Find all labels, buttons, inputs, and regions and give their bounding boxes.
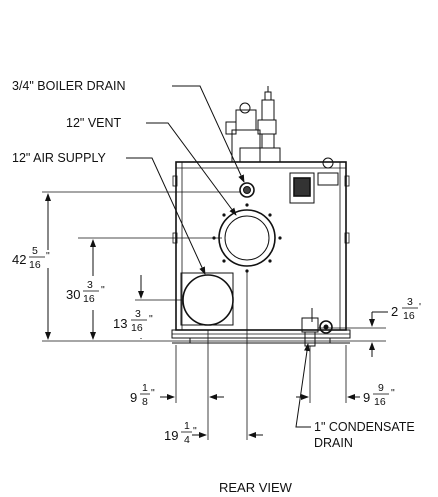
boiler-cabinet (171, 161, 351, 344)
vent-opening (212, 203, 282, 273)
dim-right-unit: " (391, 387, 395, 399)
air-supply-opening (180, 272, 234, 326)
dim-left-unit: " (151, 387, 155, 399)
dim-drain-den: 16 (403, 310, 415, 322)
leader-condensate (295, 343, 311, 428)
dim-text-drain-height: 2 3 16 ' (391, 296, 421, 322)
view-title: REAR VIEW (219, 480, 293, 495)
dim-air-whole: 13 (113, 316, 127, 331)
dim-vent-whole: 30 (66, 287, 80, 302)
boiler-drain-fitting (239, 182, 255, 198)
condensate-drain-fitting (301, 308, 333, 347)
dim-text-right-width: 9 9 16 " (363, 382, 395, 408)
dim-left-den: 8 (142, 396, 148, 408)
leader-vent (146, 122, 237, 216)
dim-drain-unit: ' (419, 301, 421, 313)
label-condensate-line1: 1" CONDENSATE (314, 420, 415, 434)
dim-drain-whole: 2 (391, 304, 398, 319)
dim-total-unit: " (46, 250, 50, 262)
dim-center-num: 1 (184, 420, 190, 432)
dim-text-vent-height: 30 3 16 " (66, 279, 105, 305)
dim-vent-unit: " (101, 284, 105, 296)
dim-text-total-height: 42 5 16 " (12, 245, 50, 271)
leader-boiler-drain (172, 85, 245, 183)
dim-center-whole: 19 (164, 428, 178, 443)
leader-air-supply (126, 157, 206, 275)
label-air-supply: 12" AIR SUPPLY (12, 151, 106, 165)
label-boiler-drain: 3/4" BOILER DRAIN (12, 79, 126, 93)
label-vent: 12" VENT (66, 116, 122, 130)
top-piping (225, 86, 281, 163)
dim-total-whole: 42 (12, 252, 26, 267)
dim-air-num: 3 (135, 308, 141, 320)
dim-text-air-height: 13 3 16 " (113, 308, 153, 334)
dim-drain-num: 3 (407, 296, 413, 308)
dim-total-den: 16 (29, 259, 41, 271)
dim-air-den: 16 (131, 322, 143, 334)
dim-left-whole: 9 (130, 390, 137, 405)
dim-right-whole: 9 (363, 390, 370, 405)
label-condensate-line2: DRAIN (314, 436, 353, 450)
dim-text-center-width: 19 1 4 " (164, 420, 197, 446)
dim-center-den: 4 (184, 434, 190, 446)
dim-total-num: 5 (32, 245, 38, 257)
dim-right-den: 16 (374, 396, 386, 408)
dim-air-unit: " (149, 313, 153, 325)
dim-left-num: 1 (142, 382, 148, 394)
dim-text-left-width: 9 1 8 " (130, 382, 155, 408)
dim-center-unit: " (193, 425, 197, 437)
dim-right-num: 9 (378, 382, 384, 394)
dim-vent-den: 16 (83, 293, 95, 305)
dim-vent-num: 3 (87, 279, 93, 291)
control-box (289, 157, 339, 204)
